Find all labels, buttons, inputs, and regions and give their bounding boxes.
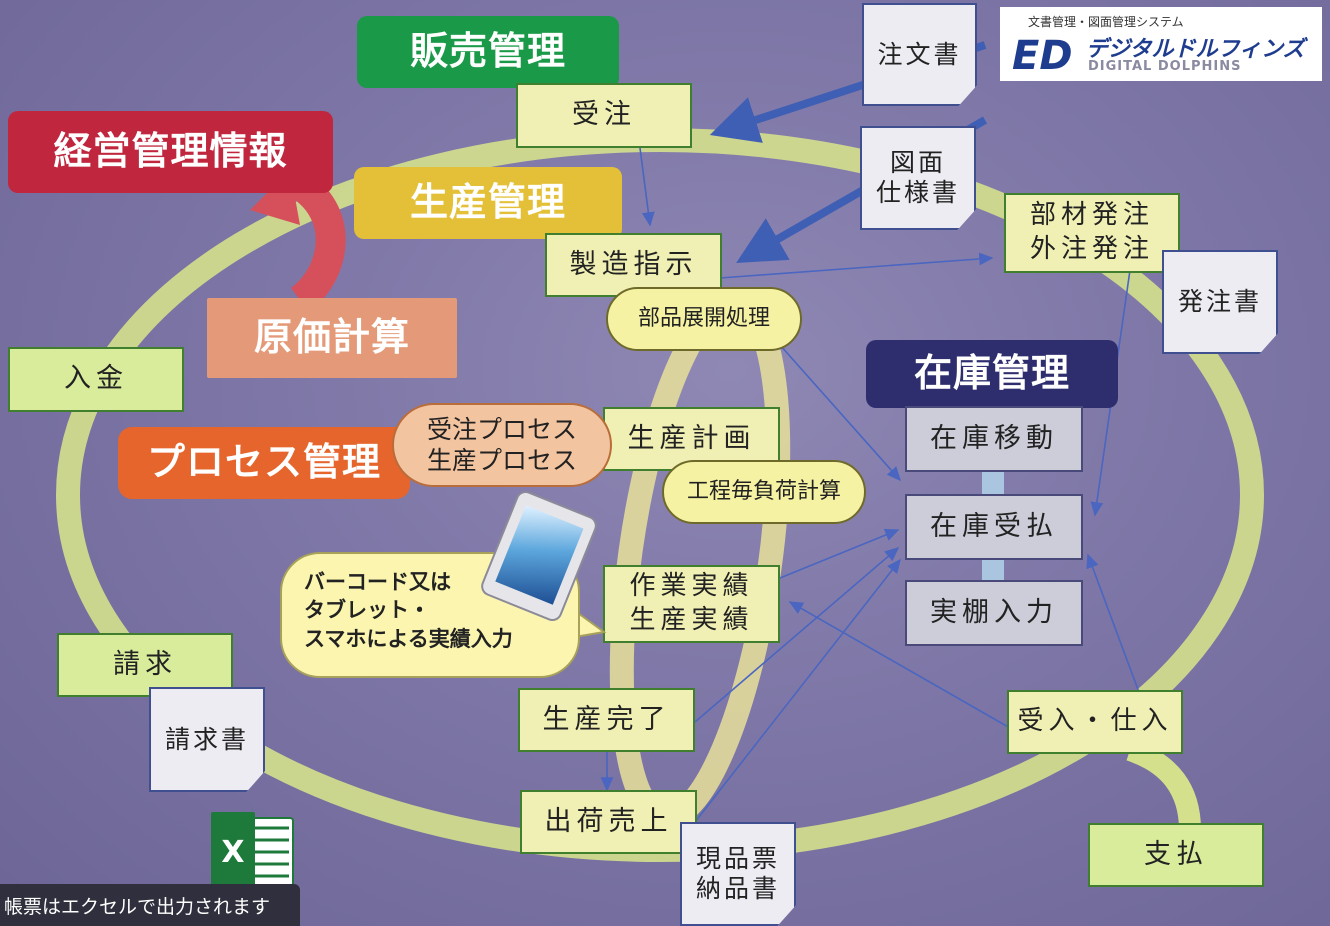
management-info-header: 経営管理情報 xyxy=(8,111,333,193)
delivery-slip-document: 現品票 納品書 xyxy=(680,822,796,926)
billing-box: 請求 xyxy=(57,633,233,697)
payment-in-box: 入金 xyxy=(8,347,184,412)
payment-curve xyxy=(1126,739,1201,831)
process-bubble: 受注プロセス 生産プロセス xyxy=(392,403,612,487)
process-load-pill: 工程毎負荷計算 xyxy=(662,460,866,524)
production-management-header: 生産管理 xyxy=(354,167,622,239)
cost-calculation-header: 原価計算 xyxy=(207,298,457,378)
logo-subtitle: 文書管理・図面管理システム xyxy=(1028,15,1184,29)
svg-text:X: X xyxy=(221,835,244,870)
stocktake-input-box: 実棚入力 xyxy=(905,580,1083,646)
sales-management-header: 販売管理 xyxy=(357,16,619,88)
drawings-spec-document: 図面 仕様書 xyxy=(860,126,976,230)
logo-mark-icon: ED xyxy=(1012,33,1073,79)
inventory-move-box: 在庫移動 xyxy=(905,406,1083,472)
receive-order-box: 受注 xyxy=(516,83,692,148)
production-complete-box: 生産完了 xyxy=(518,688,695,752)
order-form-document: 注文書 xyxy=(862,3,977,106)
digital-dolphins-logo[interactable]: 文書管理・図面管理システム ED デジタルドルフィンズ DIGITAL DOLP… xyxy=(1000,7,1322,81)
invoice-document: 請求書 xyxy=(149,687,265,792)
payment-out-box: 支払 xyxy=(1088,823,1264,887)
excel-output-note: 帳票はエクセルで出力されます xyxy=(0,884,300,926)
materials-order-box: 部材発注 外注発注 xyxy=(1004,193,1180,273)
manufacturing-instruction-box: 製造指示 xyxy=(545,233,722,297)
excel-icon: X xyxy=(209,812,297,888)
inventory-in-out-box: 在庫受払 xyxy=(905,494,1083,560)
shipping-sales-box: 出荷売上 xyxy=(520,790,697,854)
work-results-box: 作業実績 生産実績 xyxy=(603,565,780,643)
inventory-management-header: 在庫管理 xyxy=(866,340,1118,408)
parts-expansion-pill: 部品展開処理 xyxy=(606,287,802,351)
purchase-order-document: 発注書 xyxy=(1162,250,1278,354)
svg-text:ED: ED xyxy=(1012,33,1073,79)
receiving-purchase-box: 受入・仕入 xyxy=(1007,690,1183,754)
logo-english-name: DIGITAL DOLPHINS xyxy=(1088,59,1242,74)
process-management-header: プロセス管理 xyxy=(118,427,410,499)
logo-name: デジタルドルフィンズ xyxy=(1086,37,1305,62)
